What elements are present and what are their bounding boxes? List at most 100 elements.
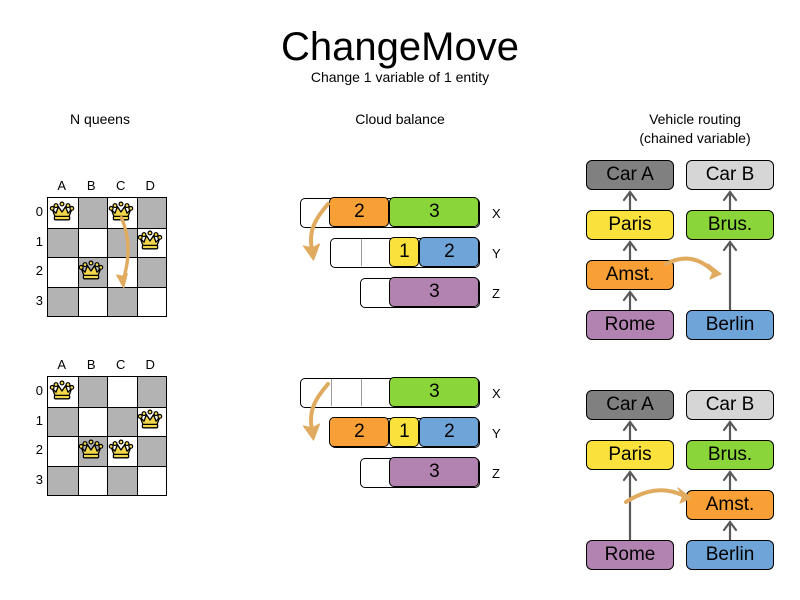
cloud-process[interactable]: 2 (329, 197, 390, 228)
board-cell-before[interactable] (136, 257, 166, 287)
queen-piece[interactable] (106, 435, 136, 465)
cloud-process[interactable]: 3 (389, 377, 480, 408)
board-cell-after[interactable] (77, 377, 107, 407)
queen-icon (78, 439, 104, 459)
vehicle-node[interactable]: Car A (586, 390, 674, 420)
cloud-process-label: 2 (354, 421, 365, 443)
cloud-computer-bar[interactable]: 3 (360, 457, 480, 488)
board-file-label-before: C (116, 178, 126, 193)
stop-label: Berlin (705, 544, 755, 565)
queen-icon (49, 380, 75, 400)
stop-node[interactable]: Rome (586, 540, 674, 570)
queen-piece[interactable] (76, 435, 106, 465)
board-gridline (48, 436, 166, 437)
queen-piece[interactable] (135, 226, 165, 256)
stop-node[interactable]: Rome (586, 310, 674, 340)
queen-icon (137, 409, 163, 429)
cloud-process[interactable]: 1 (389, 417, 420, 448)
queen-piece[interactable] (106, 197, 136, 227)
board-cell-after[interactable] (107, 406, 137, 436)
board-cell-before[interactable] (77, 198, 107, 228)
board-cell-after[interactable] (107, 377, 137, 407)
vehicle-label: Car A (606, 164, 654, 185)
cloud-computer-label: X (492, 206, 501, 221)
stop-label: Brus. (707, 444, 753, 465)
board-rank-label-before: 0 (35, 204, 43, 219)
cloud-process[interactable]: 3 (389, 277, 480, 308)
stop-node[interactable]: Amst. (686, 490, 774, 520)
queen-piece[interactable] (47, 197, 77, 227)
board-cell-before[interactable] (107, 286, 137, 316)
board-cell-before[interactable] (107, 257, 137, 287)
board-rank-label-before: 2 (35, 263, 43, 278)
stop-node[interactable]: Berlin (686, 310, 774, 340)
board-cell-before[interactable] (77, 286, 107, 316)
board-cell-before[interactable] (48, 286, 78, 316)
stop-node[interactable]: Paris (586, 440, 674, 470)
board-cell-before[interactable] (48, 227, 78, 257)
board-cell-before[interactable] (136, 286, 166, 316)
cloud-process[interactable]: 2 (419, 417, 480, 448)
page-subtitle: Change 1 variable of 1 entity (310, 69, 490, 85)
cloud-process[interactable]: 3 (389, 197, 480, 228)
board-cell-after[interactable] (136, 465, 166, 495)
board-cell-after[interactable] (48, 465, 78, 495)
board-rank-label-after: 2 (35, 442, 43, 457)
vehicle-node[interactable]: Car B (686, 160, 774, 190)
vehicle-label: Car B (705, 164, 755, 185)
cloud-process[interactable]: 2 (419, 237, 480, 268)
cloud-capacity-divider (331, 379, 332, 406)
queen-icon (108, 201, 134, 221)
cloud-process[interactable]: 3 (389, 457, 480, 488)
section-heading-n-queens: N queens (70, 111, 130, 127)
stop-label: Berlin (705, 314, 755, 335)
section-heading-vehicle-routing: Vehicle routing (649, 111, 741, 127)
board-cell-after[interactable] (77, 406, 107, 436)
board-gridline (48, 286, 166, 288)
board-cell-before[interactable] (136, 198, 166, 228)
board-cell-after[interactable] (136, 436, 166, 466)
cloud-computer-label: X (492, 386, 501, 401)
cloud-capacity-divider (361, 239, 362, 266)
board-rank-label-after: 1 (35, 412, 43, 428)
stop-node[interactable]: Amst. (586, 260, 674, 290)
board-cell-after[interactable] (48, 436, 78, 466)
stop-node[interactable]: Brus. (686, 440, 774, 470)
cloud-computer-bar[interactable]: 3 (360, 277, 480, 308)
cloud-capacity-divider (361, 379, 362, 406)
board-file-label-after: C (116, 357, 126, 372)
cloud-process[interactable]: 1 (389, 237, 420, 268)
board-rank-label-after: 3 (35, 471, 43, 487)
stop-label: Amst. (705, 494, 755, 515)
board-cell-before[interactable] (48, 257, 78, 287)
stop-node[interactable]: Berlin (686, 540, 774, 570)
queen-piece[interactable] (76, 256, 106, 286)
cloud-process-label: 2 (444, 241, 455, 263)
board-cell-after[interactable] (136, 377, 166, 407)
board-rank-label-after: 0 (35, 383, 43, 398)
board-cell-after[interactable] (107, 465, 137, 495)
vehicle-node[interactable]: Car B (686, 390, 774, 420)
queen-piece[interactable] (135, 405, 165, 435)
vehicle-node[interactable]: Car A (586, 160, 674, 190)
cloud-process-label: 3 (429, 381, 440, 403)
stop-node[interactable]: Paris (586, 210, 674, 240)
stop-node[interactable]: Brus. (686, 210, 774, 240)
queen-piece[interactable] (47, 376, 77, 406)
cloud-process[interactable]: 2 (329, 417, 390, 448)
board-cell-after[interactable] (77, 465, 107, 495)
board-gridline (48, 465, 166, 467)
board-cell-after[interactable] (48, 406, 78, 436)
board-file-label-after: A (57, 357, 67, 372)
cloud-process-label: 1 (399, 421, 410, 443)
board-file-label-before: B (86, 178, 96, 193)
cloud-computer-bar[interactable]: 3 (300, 377, 480, 408)
cloud-computer-label: Z (492, 286, 500, 301)
board-cell-before[interactable] (77, 227, 107, 257)
board-cell-before[interactable] (107, 227, 137, 257)
cloud-computer-label: Y (492, 246, 501, 261)
